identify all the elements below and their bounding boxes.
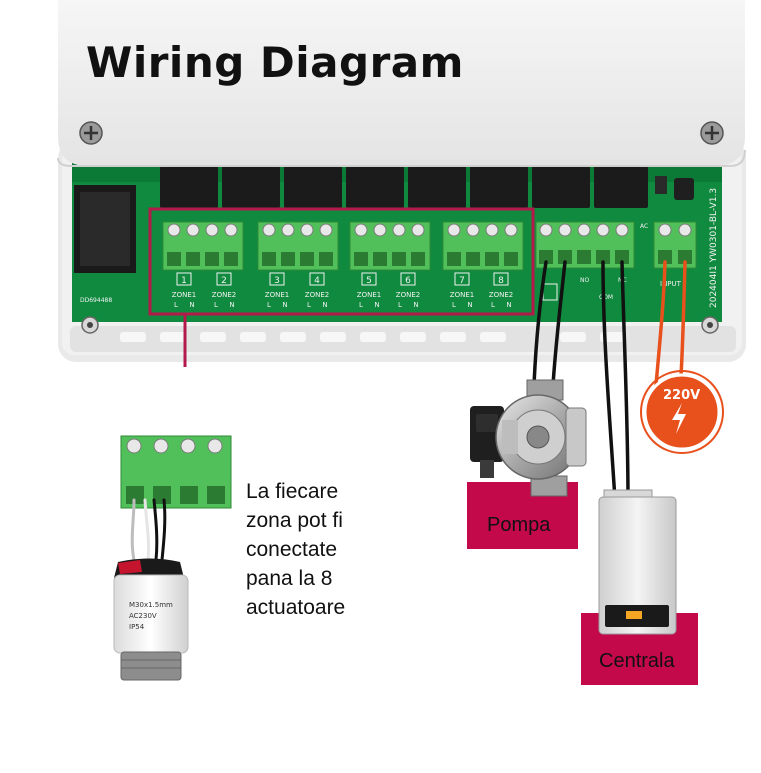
zone-highlight-frame [148,207,535,367]
ln-label: L [307,301,311,309]
screw-icon [81,316,99,334]
label-ac: AC [640,223,648,230]
zone-label: ZONE2 [305,291,329,299]
actuator-spec: AC230V [129,612,157,620]
terminal-number: 4 [314,276,320,286]
ln-label: N [374,301,379,309]
actuator-wires [130,498,167,562]
thermal-actuator-image: M30x1.5mm AC230V IP54 [113,558,189,681]
ln-label: N [322,301,327,309]
ln-label: L [359,301,363,309]
ln-label: L [491,301,495,309]
boiler-image [598,489,677,635]
screw-icon [79,121,103,145]
ln-label: L [267,301,271,309]
zone-labels: 1 2 3 4 5 6 7 8 ZONE1 ZONE2 ZONE1 ZONE2 … [172,272,513,309]
label-input: INPUT [660,280,682,288]
power-wires [654,260,687,387]
terminal-number: 1 [181,276,187,286]
ln-label: L [452,301,456,309]
note-line: La fiecare [246,480,339,503]
page-title: Wiring Diagram [86,38,464,87]
boiler-label: Centrala [599,650,675,672]
ln-label: N [467,301,472,309]
pump-label: Pompa [487,514,551,536]
zone-terminal-block-1 [162,221,244,271]
actuator-spec: IP54 [129,623,145,631]
zone-label: ZONE1 [172,291,196,299]
label-com: COM [599,294,613,301]
input-terminal-block: INPUT [653,221,697,288]
ln-label: N [413,301,418,309]
ln-label: N [506,301,511,309]
boiler-wires [601,260,630,502]
zone-label: ZONE2 [396,291,420,299]
terminal-number: 5 [366,276,372,286]
enclosure-cover [57,0,746,167]
terminal-number: 8 [498,276,504,286]
ln-label: L [214,301,218,309]
pump-image [470,379,587,497]
terminal-number: 6 [405,276,411,286]
ln-label: L [174,301,178,309]
zone-label: ZONE2 [489,291,513,299]
actuator-spec: M30x1.5mm [129,601,173,609]
terminal-number: 3 [274,276,280,286]
zone-note: La fiecare zona pot fi conectate pana la… [246,477,345,622]
zone-terminal-block-3 [349,221,431,271]
terminal-number: 2 [221,276,227,286]
note-line: pana la 8 [246,567,333,590]
zone-label: ZONE1 [357,291,381,299]
zone-terminal-block-4 [442,221,524,271]
ln-label: N [282,301,287,309]
ln-label: L [398,301,402,309]
terminal-number: 7 [459,276,465,286]
board-serial: 202404I1 YW0301-BL-V1.3 [709,188,719,308]
pump-wires [532,260,567,387]
lightning-icon [672,403,686,434]
note-line: zona pot fi [246,509,343,532]
board-barcode: DD694488 [80,297,112,304]
zone-label: ZONE1 [265,291,289,299]
power-badge [640,370,724,454]
note-line: actuatoare [246,596,346,619]
actuator-connector [120,435,232,509]
note-line: conectate [246,538,338,561]
zone-label: ZONE1 [450,291,474,299]
voltage-label: 220V [663,388,701,403]
zone-terminal-block-2 [257,221,339,271]
ln-label: N [189,301,194,309]
zone-label: ZONE2 [212,291,236,299]
ln-label: N [229,301,234,309]
screw-icon [701,316,719,334]
screw-icon [700,121,724,145]
label-no: NO [580,277,589,284]
output-terminal-block: NO COM NC [535,221,635,301]
